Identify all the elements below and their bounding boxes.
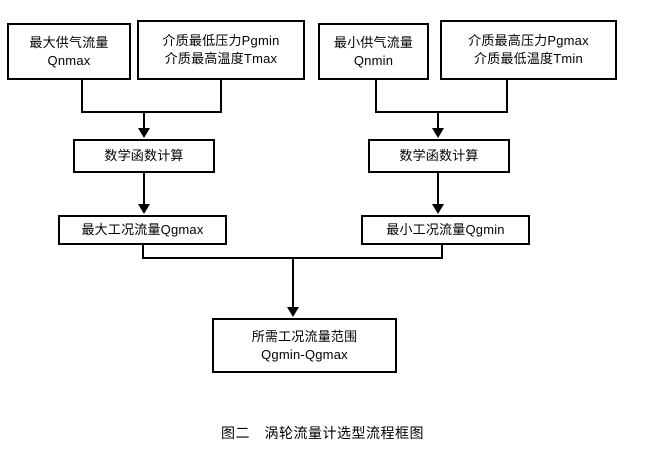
arrowhead-to-required-flow-range (287, 307, 299, 317)
node-medium-min-pressure-max-temp: 介质最低压力Pgmin 介质最高温度Tmax (137, 20, 305, 80)
connector-right-merge-down (437, 111, 439, 129)
node-math-function-left-line1: 数学函数计算 (104, 148, 184, 164)
arrowhead-to-math-right (432, 128, 444, 138)
connector-box2-down (220, 80, 222, 113)
figure-caption: 图二 涡轮流量计选型流程框图 (221, 425, 424, 441)
node-required-flow-range-line2: Qgmin-Qgmax (261, 346, 348, 362)
node-math-function-right: 数学函数计算 (368, 139, 510, 173)
connector-math-right-down (437, 173, 439, 205)
node-min-working-flow: 最小工况流量Qgmin (361, 215, 530, 245)
connector-min-working-down (441, 245, 443, 259)
node-medium-max-pressure-min-temp: 介质最高压力Pgmax 介质最低温度Tmin (440, 20, 617, 80)
node-medium-min-pressure-max-temp-line1: 介质最低压力Pgmin (162, 33, 280, 49)
node-max-supply-flow-line2: Qnmax (47, 52, 91, 68)
connector-box3-down (375, 80, 377, 113)
node-math-function-left: 数学函数计算 (73, 139, 215, 173)
node-min-supply-flow-line2: Qnmin (353, 52, 394, 68)
connector-bottom-merge-down (292, 257, 294, 308)
connector-right-merge-bar (375, 111, 508, 113)
node-medium-min-pressure-max-temp-line2: 介质最高温度Tmax (164, 51, 278, 66)
node-math-function-right-line1: 数学函数计算 (399, 148, 479, 164)
node-medium-max-pressure-min-temp-line2: 介质最低温度Tmin (474, 51, 583, 66)
connector-math-left-down (143, 173, 145, 205)
connector-left-merge-bar (81, 111, 222, 113)
node-min-supply-flow-line1: 最小供气流量 (333, 34, 414, 50)
arrowhead-to-math-left (138, 128, 150, 138)
node-max-working-flow: 最大工况流量Qgmax (58, 215, 227, 245)
node-max-working-flow-line1: 最大工况流量Qgmax (81, 222, 204, 238)
node-max-supply-flow: 最大供气流量 Qnmax (7, 23, 131, 80)
node-required-flow-range: 所需工况流量范围 Qgmin-Qgmax (212, 318, 397, 373)
node-min-supply-flow: 最小供气流量 Qnmin (318, 23, 429, 80)
node-max-supply-flow-line1: 最大供气流量 (29, 34, 109, 50)
connector-box1-down (81, 80, 83, 113)
connector-box4-down (506, 80, 508, 113)
connector-max-working-down (142, 245, 144, 259)
node-required-flow-range-line1: 所需工况流量范围 (251, 328, 358, 344)
arrowhead-to-max-working-flow (138, 204, 150, 214)
node-min-working-flow-line1: 最小工况流量Qgmin (386, 222, 505, 238)
connector-left-merge-down (143, 111, 145, 129)
node-medium-max-pressure-min-temp-line1: 介质最高压力Pgmax (468, 33, 589, 49)
arrowhead-to-min-working-flow (432, 204, 444, 214)
